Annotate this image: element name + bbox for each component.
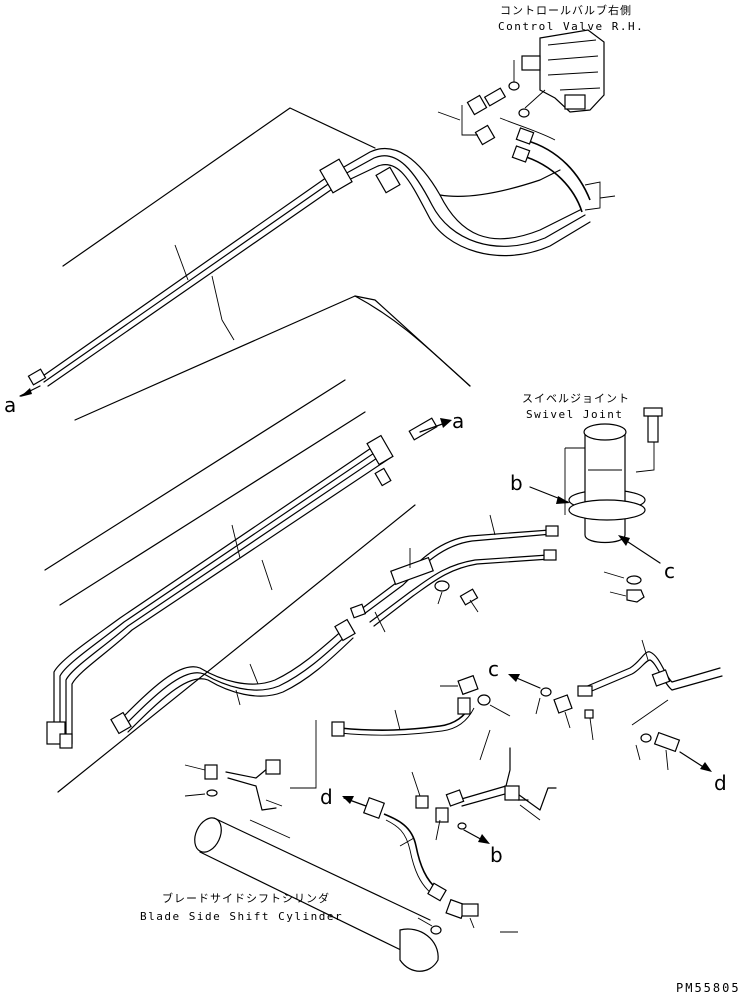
ref-a-label-middle: a (452, 409, 464, 433)
ref-d-right: d (679, 751, 727, 795)
ref-d-label-right: d (714, 771, 727, 795)
control-valve (437, 29, 616, 213)
ref-c-right: c (488, 657, 541, 689)
ref-b-lower: b (463, 829, 503, 867)
ref-a-middle: a (419, 409, 464, 433)
center-hose (290, 674, 511, 789)
ref-d-label-left: d (320, 785, 333, 809)
blade-side-shift-cylinder (194, 817, 439, 972)
ref-b-label-swivel: b (510, 471, 523, 495)
ref-a-upper: a (4, 385, 41, 417)
control-valve-label: コントロールバルブ右側 Control Valve R.H. (498, 3, 644, 33)
middle-pipe-bundle (46, 417, 438, 749)
blade-cylinder-label: ブレードサイドシフトシリンダ Blade Side Shift Cylinder (140, 891, 343, 923)
lower-hose-run (110, 618, 356, 735)
swivel-joint-label-jp: スイベルジョイント (522, 392, 630, 405)
control-valve-label-en: Control Valve R.H. (498, 20, 644, 33)
upper-pipe-bundle (27, 147, 591, 387)
ref-a-label-upper: a (4, 393, 16, 417)
ref-c-swivel: c (618, 535, 675, 583)
ref-b-swivel: b (510, 471, 570, 504)
ref-b-label-lower: b (490, 843, 503, 867)
center-bottom-pipe (411, 729, 557, 841)
right-side-pipe (535, 639, 723, 771)
ref-d-left: d (320, 785, 333, 809)
upper-frame (62, 107, 471, 421)
lower-left-fittings (184, 759, 283, 811)
swivel-joint-label: スイベルジョイント Swivel Joint (522, 392, 630, 421)
ref-c-label-swivel: c (664, 559, 675, 583)
swivel-joint-label-en: Swivel Joint (526, 408, 623, 421)
blade-cylinder-label-en: Blade Side Shift Cylinder (140, 910, 343, 923)
blade-cylinder-label-jp: ブレードサイドシフトシリンダ (162, 891, 330, 905)
ref-c-label-right: c (488, 657, 499, 681)
swivel-joint (564, 407, 663, 603)
control-valve-label-jp: コントロールバルブ右側 (500, 3, 632, 17)
drawing-code: PM55805 (676, 981, 741, 995)
swivel-pipes (349, 514, 559, 633)
cylinder-hose (342, 796, 518, 935)
middle-frame (44, 379, 416, 793)
